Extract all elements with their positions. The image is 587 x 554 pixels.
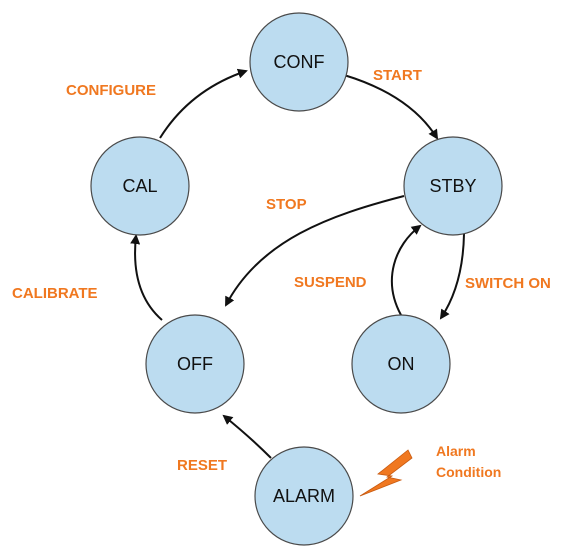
state-on: ON — [351, 314, 451, 414]
transition-label-configure: CONFIGURE — [66, 82, 156, 99]
edge-stby-to-on — [439, 233, 465, 320]
state-alarm: ALARM — [254, 446, 354, 546]
state-cal-label: CAL — [122, 176, 157, 196]
edge-conf-to-stby — [343, 74, 439, 140]
state-conf: CONF — [249, 12, 349, 112]
state-cal: CAL — [90, 136, 190, 236]
transition-label-reset: RESET — [177, 457, 227, 474]
transition-label-start: START — [373, 67, 422, 84]
transition-label-suspend: SUSPEND — [294, 274, 367, 291]
lightning-bolt-icon — [359, 449, 413, 497]
edge-stby-to-off — [225, 195, 405, 307]
state-conf-label: CONF — [274, 52, 325, 72]
state-alarm-label: ALARM — [273, 486, 335, 506]
alarm-condition-line2: Condition — [436, 464, 501, 480]
state-off-label: OFF — [177, 354, 213, 374]
state-off: OFF — [145, 314, 245, 414]
edge-on-to-stby — [391, 224, 422, 316]
transition-label-stop: STOP — [266, 196, 307, 213]
transition-label-calibrate: CALIBRATE — [12, 285, 98, 302]
edge-off-to-cal — [130, 234, 163, 321]
edge-alarm-to-off — [222, 414, 272, 459]
transition-label-switch-on: SWITCH ON — [465, 275, 551, 292]
edge-cal-to-conf — [159, 68, 248, 139]
state-stby: STBY — [403, 136, 503, 236]
alarm-condition-line1: Alarm — [436, 443, 476, 459]
state-stby-label: STBY — [429, 176, 476, 196]
state-on-label: ON — [388, 354, 415, 374]
